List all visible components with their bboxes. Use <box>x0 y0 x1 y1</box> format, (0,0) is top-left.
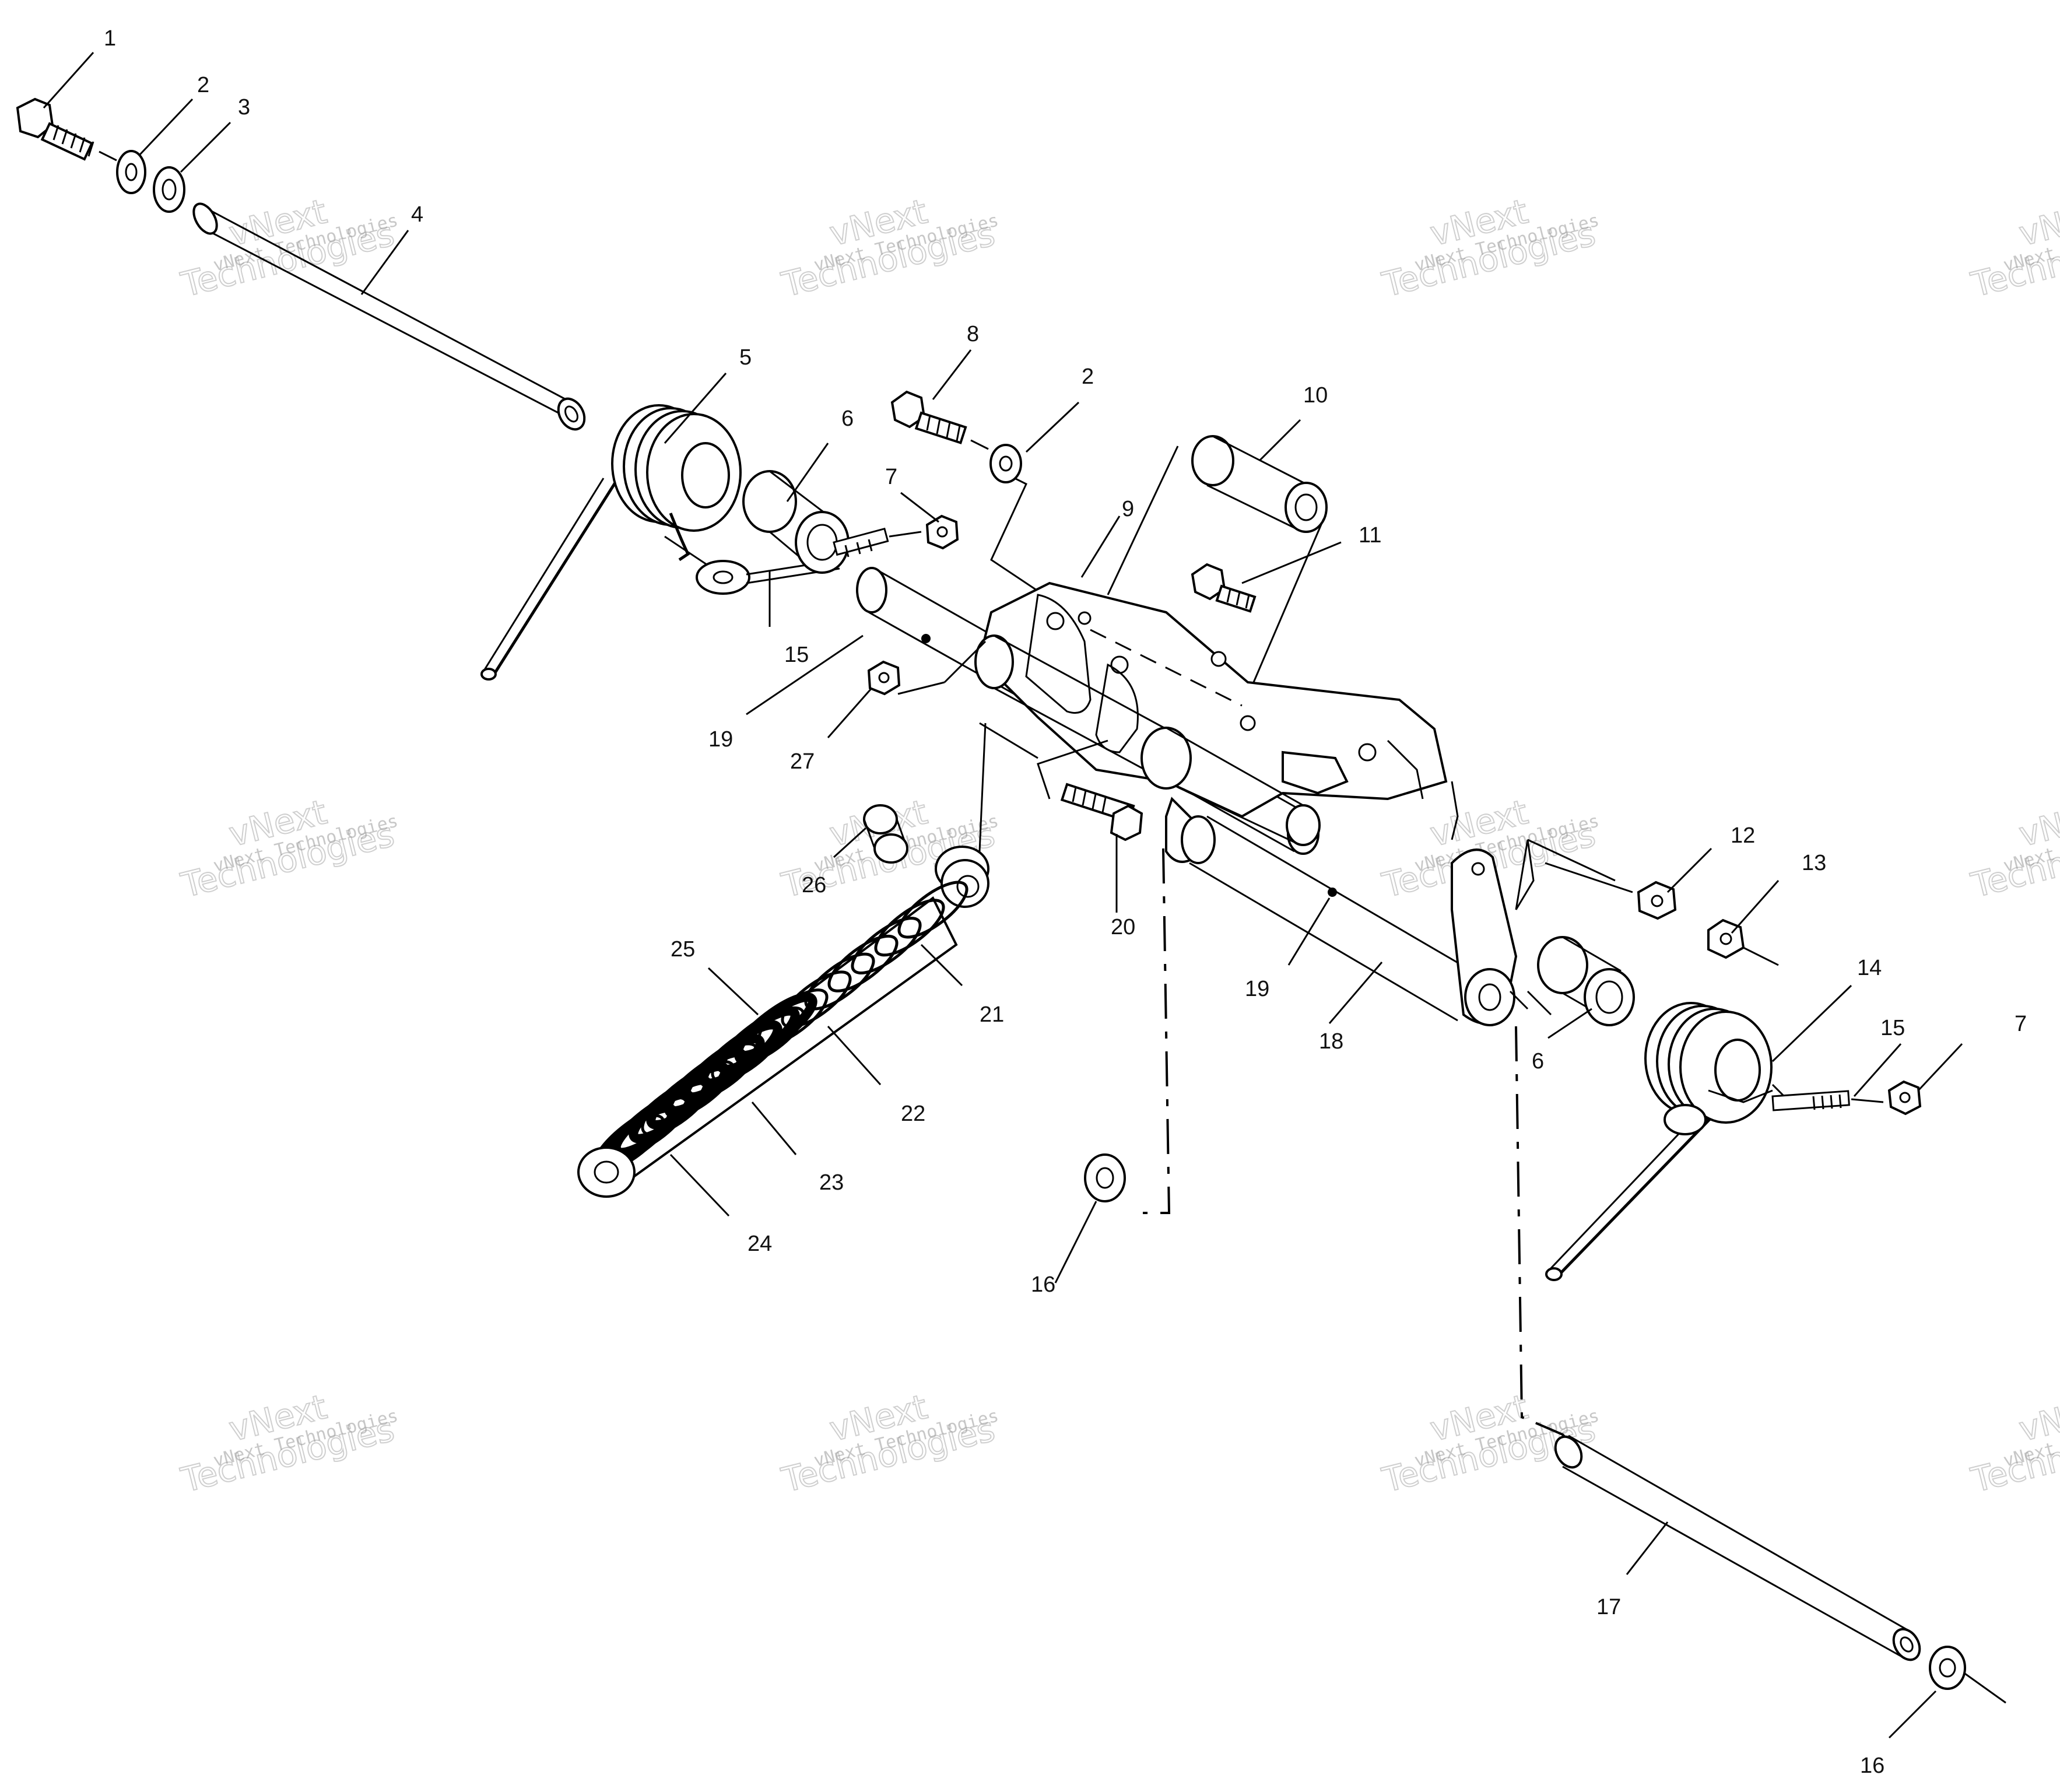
damper-body-part-23 <box>594 992 817 1172</box>
callout-13: 13 <box>1802 851 1826 875</box>
torsion-spring-part-14 <box>1545 1002 1785 1281</box>
torsion-spring-part-5 <box>480 404 742 681</box>
bolt-part-11 <box>1191 563 1257 613</box>
callout-23: 23 <box>819 1170 844 1195</box>
callout-9: 9 <box>1122 497 1134 521</box>
callout-7: 7 <box>885 465 897 489</box>
nut-part-7-upper <box>925 514 959 550</box>
washer-part-2 <box>116 150 146 194</box>
callout-16-right: 16 <box>1860 1754 1884 1778</box>
callout-1: 1 <box>104 26 116 51</box>
callout-22: 22 <box>901 1102 925 1126</box>
callout-14: 14 <box>1857 956 1882 980</box>
bolt-part-15-right <box>1771 1090 1884 1111</box>
link-plate <box>1451 848 1518 1026</box>
shaft-part-4 <box>192 202 586 431</box>
bracket-crosstube <box>974 634 1321 846</box>
callout-19-left: 19 <box>708 727 733 752</box>
rod-part-17 <box>1554 1435 1921 1661</box>
callout-3: 3 <box>238 95 250 120</box>
spring-coil <box>781 970 852 1029</box>
frame-bracket-part-9 <box>978 581 1459 840</box>
callout-15-right: 15 <box>1880 1016 1905 1040</box>
callout-10: 10 <box>1303 383 1328 408</box>
nut-part-27 <box>867 640 987 696</box>
callout-15-left: 15 <box>784 643 809 667</box>
washer-part-3 <box>153 166 185 213</box>
callout-2: 2 <box>197 73 209 97</box>
callout-24: 24 <box>748 1232 772 1256</box>
spring-coil <box>897 881 968 939</box>
roller-part-10 <box>1107 435 1328 683</box>
shock-absorber-assembly <box>577 804 989 1198</box>
callout-25: 25 <box>671 937 695 962</box>
callout-18: 18 <box>1319 1029 1343 1054</box>
bushing-part-6-lower <box>1537 936 1635 1026</box>
callout-20: 20 <box>1111 915 1135 939</box>
spring-coil <box>851 917 922 975</box>
callout-8: 8 <box>967 322 979 346</box>
callout-11: 11 <box>1359 523 1381 548</box>
callout-6-lower: 6 <box>1532 1049 1544 1074</box>
bolt-part-1 <box>16 97 117 162</box>
bolt-part-20 <box>1060 783 1143 841</box>
callout-16-left: 16 <box>1031 1272 1055 1297</box>
spring-coil <box>874 899 945 957</box>
bolt-part-8 <box>890 390 989 450</box>
callout-5: 5 <box>739 345 752 370</box>
callout-21: 21 <box>980 1002 1004 1027</box>
callout-2-mid: 2 <box>1082 364 1094 389</box>
callout-labels: 1 2 3 4 5 6 7 8 2 9 10 11 15 19 27 26 25… <box>104 26 2027 1778</box>
leader-lines <box>43 51 1963 1739</box>
bushing-part-6-upper <box>742 470 850 574</box>
clip-part-15-left <box>696 559 840 595</box>
washer-part-16-right <box>1929 1646 2006 1704</box>
callout-4: 4 <box>411 202 423 227</box>
callout-19-right: 19 <box>1245 977 1269 1001</box>
washer-part-2-mid <box>989 444 1062 608</box>
nut-part-13 <box>1707 918 1779 966</box>
spring-coil <box>827 934 899 993</box>
callout-12: 12 <box>1731 823 1755 848</box>
callout-6: 6 <box>841 406 854 431</box>
rail-shaft-part-18 <box>1165 797 1487 1022</box>
callout-17: 17 <box>1596 1595 1621 1619</box>
callout-27: 27 <box>790 749 815 774</box>
callout-7-right: 7 <box>2015 1012 2027 1036</box>
bolt-small-15 <box>833 527 922 557</box>
nut-part-7-right <box>1887 1080 1922 1116</box>
washer-part-16-left <box>1084 1153 1126 1202</box>
nut-part-12 <box>1637 881 1677 920</box>
callout-26: 26 <box>802 873 826 897</box>
